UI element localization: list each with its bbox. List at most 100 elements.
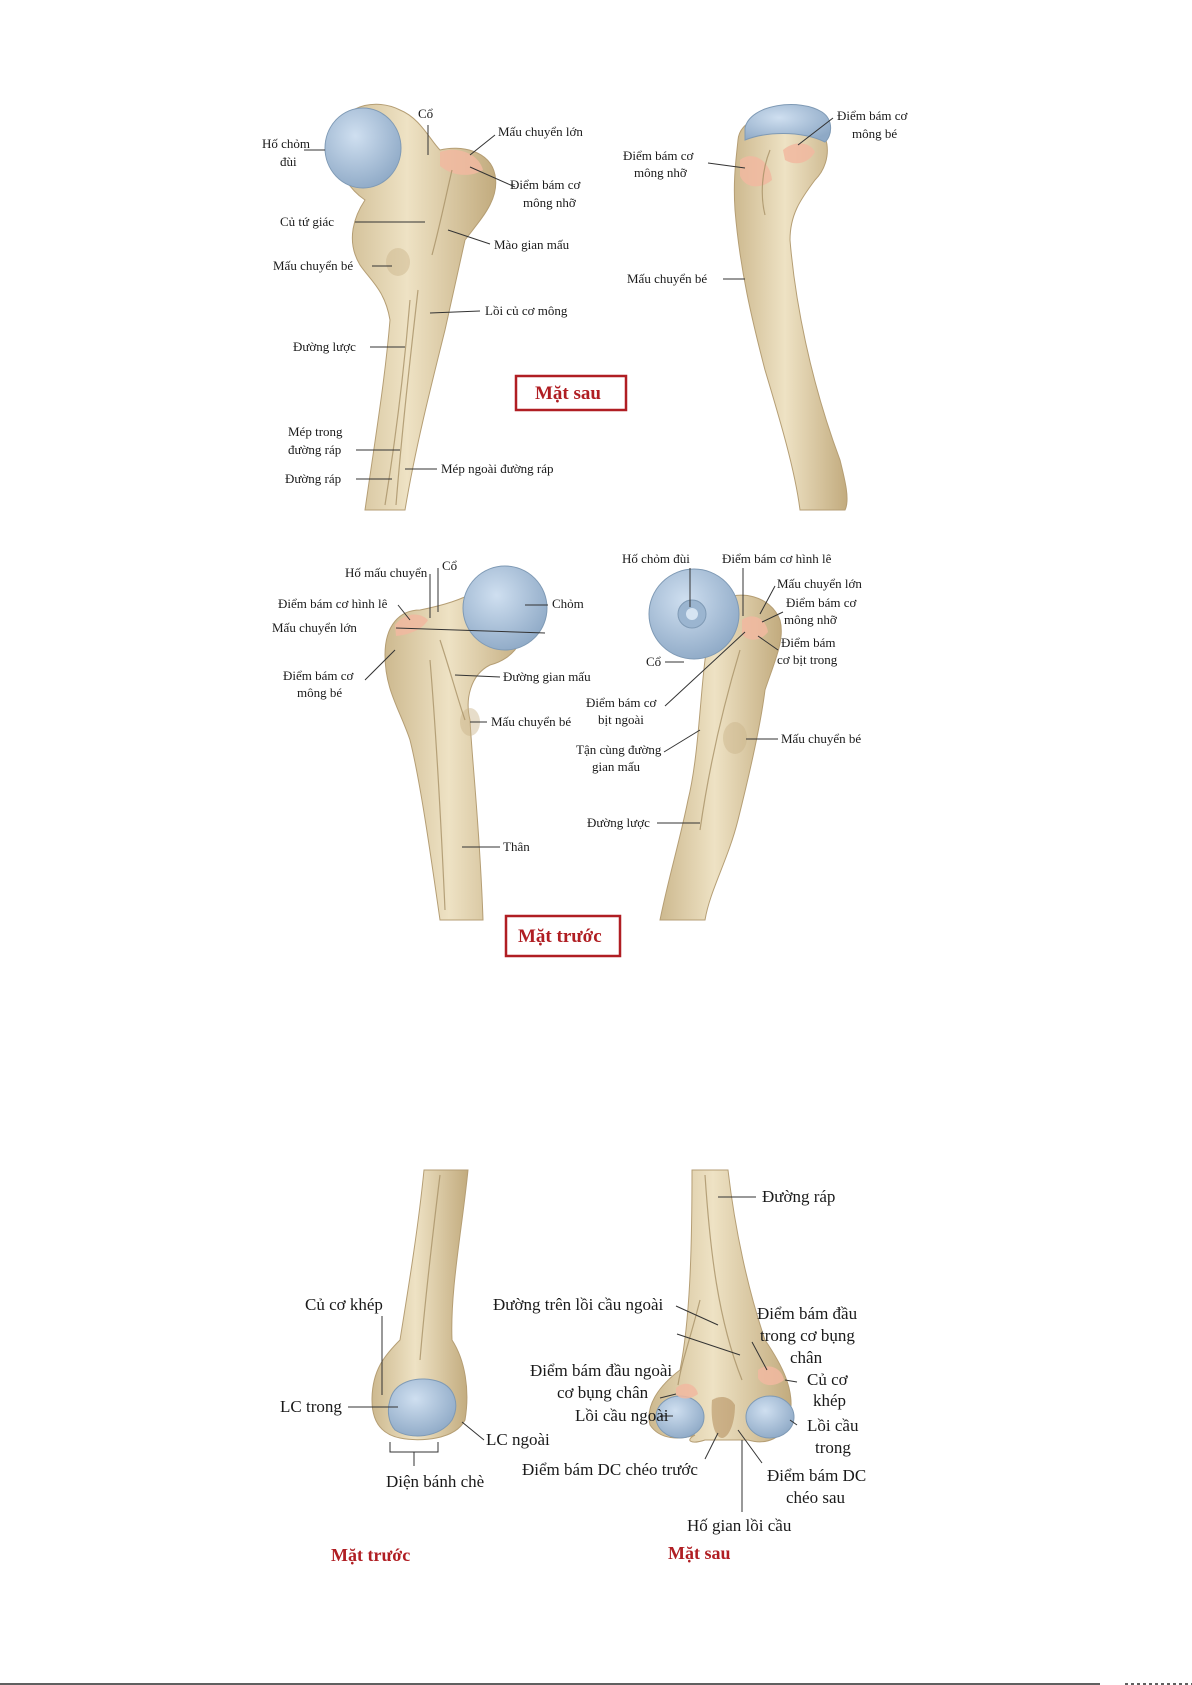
- label-diem-bam-mong-nho-2: mông nhỡ: [523, 195, 577, 210]
- label-p2-mau-chuyen-be: Mấu chuyển bé: [627, 271, 707, 286]
- label-mau-chuyen-lon: Mấu chuyển lớn: [498, 124, 583, 139]
- label-p4-duong-luoc: Đường lược: [587, 815, 650, 830]
- bone-proximal-posterior: [334, 103, 497, 511]
- label-dc-cheo-sau-2: chéo sau: [786, 1488, 846, 1507]
- label-ho-chom-2: đùi: [280, 154, 297, 169]
- label-p4-tan-cung-1: Tận cùng đường: [576, 742, 662, 757]
- intertrochanteric-line: [439, 639, 466, 721]
- linea-aspera-ridge: [395, 289, 419, 506]
- bone-proximal-medial: [659, 594, 782, 921]
- label-p4-tan-cung-2: gian mấu: [592, 759, 641, 774]
- label-loi-cau-ngoai: Lồi cầu ngoài: [575, 1406, 669, 1425]
- label-p2-diem-bam-mong-be-1: Điểm bám cơ: [837, 108, 909, 123]
- label-mep-trong-1: Mép trong: [288, 424, 343, 439]
- label-p6-duong-rap: Đường ráp: [762, 1187, 835, 1206]
- gastrocnemius-medial-attachment: [758, 1366, 784, 1386]
- title-mat-sau-1: Mặt sau: [535, 383, 601, 404]
- gluteus-medius-attachment-2: [740, 156, 772, 187]
- gluteus-medius-attachment: [440, 149, 483, 175]
- panel-distal-posterior: Đường ráp Đường trên lồi cầu ngoài Điểm …: [493, 1169, 866, 1563]
- label-mep-ngoai: Mép ngoài đường ráp: [441, 461, 553, 476]
- label-p4-diem-bam-bit-trong-1: Điểm bám: [781, 635, 836, 650]
- title-box-mat-truoc-1: [504, 914, 622, 958]
- label-diem-bam-dau-trong-2: trong cơ bụng: [760, 1326, 855, 1345]
- label-p4-diem-bam-mong-nho-2: mông nhỡ: [784, 612, 838, 627]
- label-duong-tren-loi-cau: Đường trên lồi cầu ngoài: [493, 1295, 663, 1314]
- femoral-head: [324, 107, 402, 189]
- attachment-medial: [742, 616, 768, 640]
- femoral-head-top: [744, 104, 832, 143]
- label-mep-trong-2: đường ráp: [288, 442, 341, 457]
- panel-proximal-medial: Hố chỏm đùi Điểm bám cơ hình lê Mấu chuy…: [576, 551, 862, 921]
- piriformis-attachment: [395, 614, 428, 636]
- gastrocnemius-lateral-attachment: [676, 1383, 698, 1399]
- label-mao-gian-mau: Mào gian mấu: [494, 237, 570, 252]
- label-p2-diem-bam-mong-nho-2: mông nhỡ: [634, 165, 688, 180]
- intertrochanteric-crest: [431, 169, 453, 256]
- panel-proximal-anterior: Hố mấu chuyển Cổ Điểm bám cơ hình lê Chỏ…: [272, 558, 622, 958]
- label-diem-bam-dau-trong-3: chân: [790, 1348, 823, 1367]
- label-loi-cu-co-mong: Lồi củ cơ mông: [485, 303, 568, 318]
- lesser-trochanter-medial: [723, 722, 747, 754]
- panel-distal-anterior: Củ cơ khép LC trong LC ngoài Diện bánh c…: [280, 1169, 550, 1565]
- label-cu-tu-giac: Củ tứ giác: [280, 214, 334, 229]
- gluteus-minimus-attachment: [783, 143, 815, 164]
- label-p3-diem-bam-mong-be-1: Điểm bám cơ: [283, 668, 355, 683]
- title-box-mat-sau-1: [514, 374, 628, 412]
- label-chom: Chỏm: [552, 596, 584, 611]
- linea-aspera-distal: [704, 1174, 743, 1381]
- intercondylar-fossa: [711, 1397, 735, 1438]
- label-p3-mau-chuyen-be: Mấu chuyển bé: [491, 714, 571, 729]
- bone-distal-anterior: [371, 1169, 469, 1441]
- label-p3-diem-bam-hinh-le: Điểm bám cơ hình lê: [278, 596, 388, 611]
- femoral-head-anterior: [462, 565, 548, 651]
- label-than: Thân: [503, 839, 530, 854]
- bone-proximal-anterior: [384, 573, 528, 921]
- label-diem-bam-dau-ngoai-1: Điểm bám đầu ngoài: [530, 1361, 672, 1380]
- label-diem-bam-dau-trong-1: Điểm bám đầu: [757, 1304, 858, 1323]
- label-ho-mau-chuyen: Hố mấu chuyển: [345, 565, 428, 580]
- panel-proximal-posterior: Hố chỏm đùi Cổ Mấu chuyển lớn Điểm bám c…: [262, 103, 628, 511]
- label-ho-gian-loi-cau: Hố gian lồi cầu: [687, 1516, 792, 1535]
- label-duong-rap: Đường ráp: [285, 471, 341, 486]
- label-lc-trong: LC trong: [280, 1397, 342, 1416]
- label-p4-mau-chuyen-be: Mấu chuyển bé: [781, 731, 861, 746]
- label-duong-luoc: Đường lược: [293, 339, 356, 354]
- panel-proximal-superior: Điểm bám cơ mông bé Điểm bám cơ mông nhỡ…: [623, 104, 909, 511]
- label-p4-diem-bam-bit-ngoai-1: Điểm bám cơ: [586, 695, 658, 710]
- label-loi-cau-trong-1: Lồi cầu: [807, 1416, 859, 1435]
- label-co: Cổ: [418, 106, 433, 121]
- title-mat-truoc-2: Mặt trước: [331, 1545, 410, 1565]
- label-p4-diem-bam-bit-trong-2: cơ bịt trong: [777, 652, 838, 667]
- label-cu-co-khep-2: khép: [813, 1391, 846, 1410]
- label-lc-ngoai: LC ngoài: [486, 1430, 550, 1449]
- label-cu-co-khep-1: Củ cơ: [807, 1370, 849, 1389]
- label-diem-bam-dau-ngoai-2: cơ bụng chân: [557, 1383, 649, 1402]
- label-dc-cheo-sau-1: Điểm bám DC: [767, 1466, 866, 1485]
- label-mau-chuyen-be: Mấu chuyển bé: [273, 258, 353, 273]
- label-diem-bam-mong-nho-1: Điểm bám cơ: [510, 177, 582, 192]
- label-p4-diem-bam-mong-nho-1: Điểm bám cơ: [786, 595, 858, 610]
- label-p3-diem-bam-mong-be-2: mông bé: [297, 685, 342, 700]
- label-ho-chom-dui: Hố chỏm đùi: [622, 551, 690, 566]
- label-p2-diem-bam-mong-nho-1: Điểm bám cơ: [623, 148, 695, 163]
- patellar-surface: [387, 1378, 457, 1437]
- lesser-trochanter: [386, 248, 410, 276]
- title-mat-sau-2: Mặt sau: [668, 1543, 731, 1563]
- label-p4-diem-bam-bit-ngoai-2: bịt ngoài: [598, 712, 644, 727]
- label-duong-gian-mau: Đường gian mấu: [503, 669, 591, 684]
- label-loi-cau-trong-2: trong: [815, 1438, 851, 1457]
- label-p3-mau-chuyen-lon: Mấu chuyển lớn: [272, 620, 357, 635]
- medial-condyle-posterior: [745, 1395, 795, 1439]
- label-p4-mau-chuyen-lon: Mấu chuyển lớn: [777, 576, 862, 591]
- label-p4-diem-bam-hinh-le: Điểm bám cơ hình lê: [722, 551, 832, 566]
- label-dien-banh-che: Diện bánh chè: [386, 1472, 484, 1491]
- label-p3-co: Cổ: [442, 558, 457, 573]
- label-cu-co-khep: Củ cơ khép: [305, 1295, 383, 1314]
- label-dc-cheo-truoc: Điểm bám DC chéo trước: [522, 1460, 698, 1479]
- label-p4-co: Cổ: [646, 654, 661, 669]
- label-p2-diem-bam-mong-be-2: mông bé: [852, 126, 897, 141]
- label-ho-chom-1: Hố chỏm: [262, 136, 310, 151]
